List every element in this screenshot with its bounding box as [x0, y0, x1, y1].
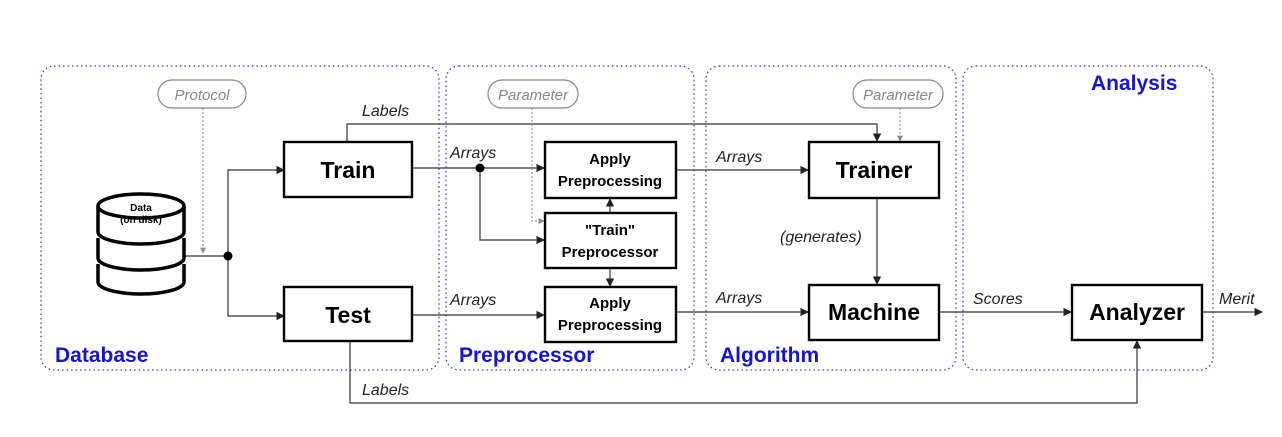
train-preprocessor-line-1: "Train" — [585, 222, 635, 239]
arrays-train-label: Arrays — [449, 145, 496, 162]
apply-preprocessing-bottom-line-1: Apply — [589, 295, 631, 312]
train-box-label: Train — [321, 157, 376, 183]
machine-box: Machine — [807, 283, 941, 342]
arrays-to-machine-label: Arrays — [715, 290, 762, 307]
split-to-train-edge — [227, 165, 285, 256]
database-cylinder-label-2: (on disk) — [120, 215, 162, 226]
analysis-region: Analysis — [962, 65, 1214, 371]
apply-preprocessing-top-line-2: Preprocessing — [558, 173, 662, 190]
protocol-pill: Protocol — [157, 79, 247, 109]
database-region: Database — [40, 65, 440, 371]
train-to-preprocessor-edge — [479, 168, 545, 245]
labels-bottom-label: Labels — [362, 382, 409, 399]
apply-preprocessing-bottom-box: Apply Preprocessing — [543, 285, 678, 344]
analyzer-box-label: Analyzer — [1089, 299, 1185, 325]
trainer-box-label: Trainer — [836, 157, 913, 183]
labels-edge-bottom — [349, 340, 1142, 404]
apply-preprocessing-top-box: Apply Preprocessing — [543, 140, 678, 200]
scores-label: Scores — [973, 291, 1023, 308]
preprocessor-parameter-edge — [531, 108, 545, 224]
test-box: Test — [282, 285, 414, 343]
split-to-test-edge — [227, 256, 285, 321]
analysis-region-label: Analysis — [1091, 72, 1177, 95]
analyzer-box: Analyzer — [1070, 283, 1204, 342]
apply-preprocessing-top-line-1: Apply — [589, 151, 631, 168]
preprocessor-parameter-pill: Parameter — [487, 79, 579, 109]
database-cylinder-label-1: Data — [130, 203, 152, 214]
edges — [185, 108, 1263, 404]
test-box-label: Test — [325, 302, 371, 328]
arrays-test-label: Arrays — [449, 292, 496, 309]
trainer-parameter-pill: Parameter — [852, 79, 944, 109]
arrays-to-trainer-label: Arrays — [715, 149, 762, 166]
trainer-parameter-label: Parameter — [863, 87, 934, 104]
merit-label: Merit — [1219, 291, 1255, 308]
labels-edge-top — [346, 123, 882, 142]
train-box: Train — [282, 140, 414, 199]
algorithm-region: Algorithm — [705, 65, 957, 371]
algorithm-region-label: Algorithm — [720, 344, 819, 367]
database-region-label: Database — [55, 344, 148, 367]
preprocessor-parameter-label: Parameter — [498, 87, 569, 104]
trainer-box: Trainer — [807, 140, 941, 200]
apply-preprocessing-bottom-line-2: Preprocessing — [558, 317, 662, 334]
database-cylinder-icon: Data (on disk) — [96, 192, 186, 296]
preprocessor-region-label: Preprocessor — [459, 344, 594, 367]
split-junction-dot — [223, 251, 233, 261]
machine-box-label: Machine — [828, 299, 920, 325]
arrays-junction-dot — [475, 163, 485, 173]
train-preprocessor-line-2: Preprocessor — [562, 244, 659, 261]
protocol-label: Protocol — [174, 87, 230, 104]
generates-label: (generates) — [780, 229, 862, 246]
preprocessor-region: Preprocessor — [445, 65, 695, 371]
train-preprocessor-box: "Train" Preprocessor — [543, 211, 678, 270]
labels-top-label: Labels — [362, 103, 409, 120]
